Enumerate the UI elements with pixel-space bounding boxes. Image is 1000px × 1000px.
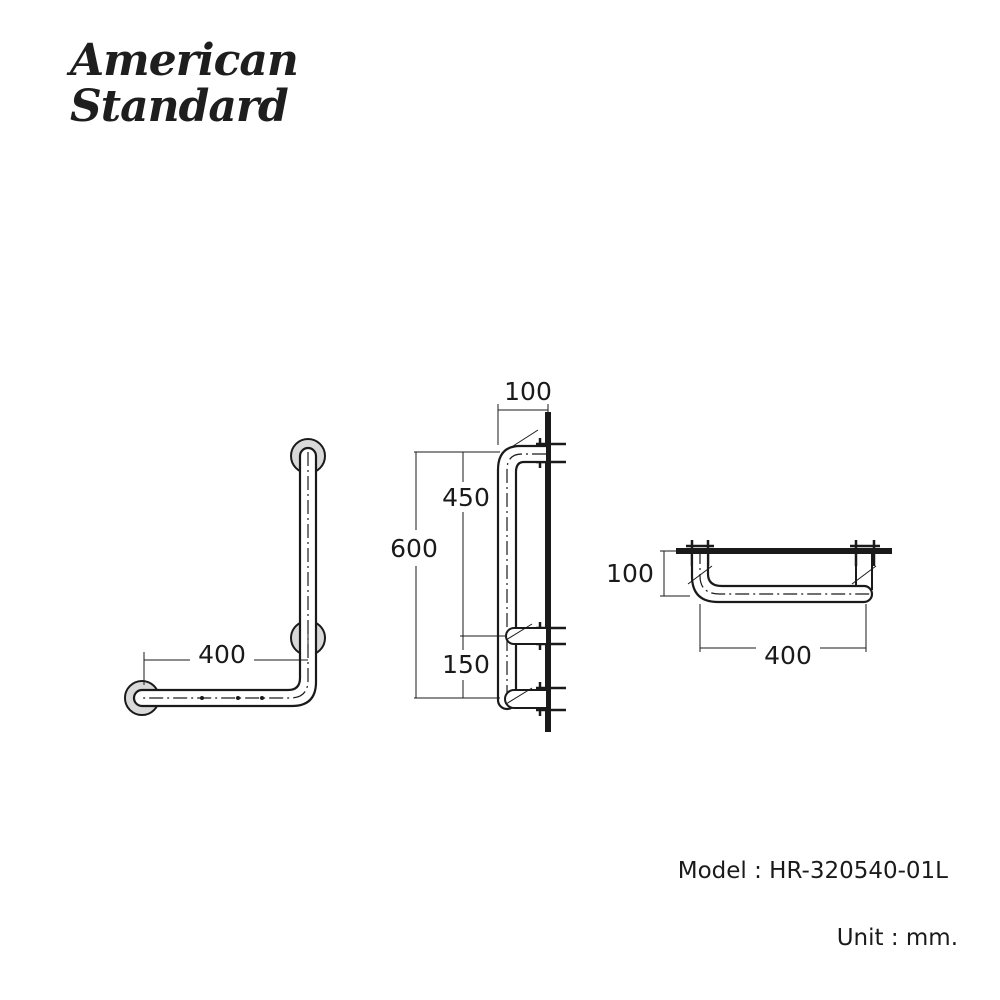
brand-logo: American Standard	[70, 35, 299, 132]
side-view-upper-height-label: 450	[442, 483, 490, 512]
top-view-bar-outline	[690, 554, 874, 604]
side-view-bar-outline	[496, 444, 546, 711]
side-view-middle-support	[505, 627, 546, 645]
top-view-hatch	[851, 565, 877, 585]
top-view-depth-label: 100	[606, 559, 654, 588]
side-view-total-height-label: 600	[390, 534, 438, 563]
side-view: 100 600 450 150	[390, 377, 566, 732]
front-view-marker-dot	[236, 696, 240, 700]
top-view-hatch	[687, 565, 713, 585]
top-view: 100 400	[606, 540, 892, 670]
brand-logo-line1: American	[70, 35, 299, 86]
front-view-center-line	[140, 452, 309, 699]
side-view-center-line	[506, 453, 546, 706]
side-view-lower-height-label: 150	[442, 650, 490, 679]
side-view-hatch	[505, 687, 533, 705]
side-view-hatch	[509, 429, 539, 449]
top-view-center-line	[699, 550, 870, 595]
front-view-marker-dot	[260, 696, 264, 700]
top-view-right-support	[855, 554, 873, 590]
side-view-bottom-support	[504, 689, 546, 709]
front-view: 400	[124, 438, 326, 716]
top-view-width-label: 400	[764, 641, 812, 670]
side-view-depth-label: 100	[504, 377, 552, 406]
front-view-bar-outline	[132, 446, 318, 708]
brand-logo-line2: Standard	[70, 81, 289, 132]
side-view-hatch	[505, 623, 533, 641]
unit-label: Unit : mm.	[836, 925, 958, 951]
front-view-width-label: 400	[198, 640, 246, 669]
front-view-marker-dot	[200, 696, 204, 700]
model-label: Model : HR-320540-01L	[677, 858, 948, 884]
